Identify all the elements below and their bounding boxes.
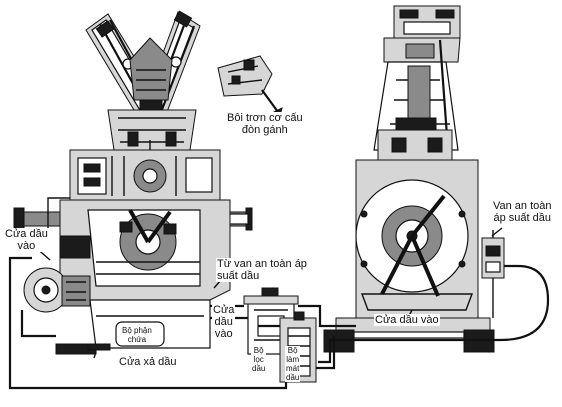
label-oil-cooler: Bộ làm mát dầu	[285, 346, 301, 382]
label-oil-inlet-right: Cửa dầu vào	[374, 314, 440, 326]
oil-sump	[55, 299, 211, 355]
crankcase	[59, 199, 231, 301]
crankcase-end	[355, 159, 479, 319]
label-drain-port: Cửa xả dầu	[118, 356, 178, 368]
label-oil-inlet-mid: Cửa dầu vào	[212, 304, 236, 340]
label-oil-inlet-left: Cửa dầu vào	[4, 228, 49, 252]
end-view-engine	[323, 5, 505, 353]
valve-train	[107, 37, 197, 151]
pressure-safety-valve	[481, 230, 505, 279]
label-oil-filter: Bộ lọc dầu	[251, 346, 267, 373]
cylinder-body	[373, 39, 459, 161]
cylinder-head	[383, 5, 461, 63]
label-safety-valve-left: Từ van an toàn áp suất dầu	[216, 258, 308, 282]
label-safety-valve-right: Van an toàn áp suất dầu	[492, 200, 553, 224]
upper-block	[69, 149, 221, 201]
rocker-arm-detail	[217, 55, 283, 117]
oil-pump	[23, 267, 91, 313]
label-rocker-lubrication: Bôi trơn cơ cấu đòn gánh	[226, 112, 304, 136]
v-engine	[13, 10, 253, 355]
label-storage-unit: Bộ phận chứa	[122, 326, 152, 344]
